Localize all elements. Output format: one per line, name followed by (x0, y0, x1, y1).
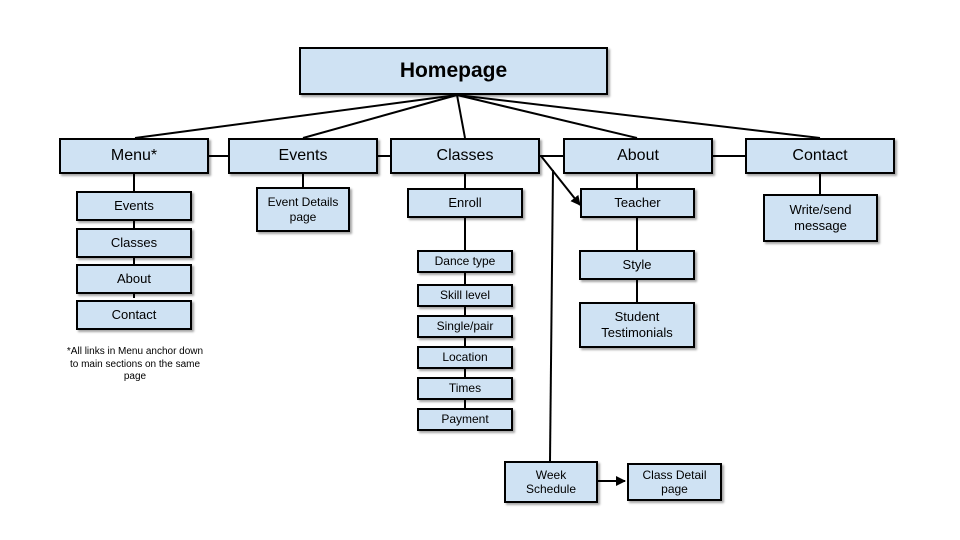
dance-type-node: Dance type (417, 250, 513, 273)
menu-contact-node: Contact (76, 300, 192, 330)
contact-label: Contact (792, 147, 848, 165)
events-node: Events (228, 138, 378, 174)
teacher-node: Teacher (580, 188, 695, 218)
classes-node: Classes (390, 138, 540, 174)
events-label: Events (278, 147, 328, 165)
week-schedule-node: Week Schedule (504, 461, 598, 503)
class-detail-node: Class Detail page (627, 463, 722, 501)
week-schedule-label: Week Schedule (525, 467, 577, 496)
menu-label: Menu* (110, 147, 158, 165)
enroll-label: Enroll (448, 195, 482, 211)
homepage-node: Homepage (299, 47, 608, 95)
about-label: About (617, 147, 659, 165)
write-send-label: Write/send message (789, 202, 852, 233)
edge-homepage-contact (456, 94, 821, 139)
skill-level-label: Skill level (439, 288, 490, 303)
menu-about-label: About (117, 271, 151, 287)
style-label: Style (622, 257, 652, 273)
event-details-label: Event Details page (267, 195, 339, 224)
edge-classes-week (549, 169, 554, 462)
student-testimonials-label: Student Testimonials (601, 309, 673, 340)
write-send-node: Write/send message (763, 194, 878, 242)
payment-label: Payment (441, 412, 489, 427)
menu-footnote: *All links in Menu anchor down to main s… (66, 346, 204, 382)
menu-classes-label: Classes (110, 235, 158, 251)
edge-homepage-about (456, 94, 638, 139)
edge-classes-teacher (540, 155, 581, 206)
menu-node: Menu* (59, 138, 209, 174)
style-node: Style (579, 250, 695, 280)
teacher-label: Teacher (614, 195, 661, 211)
menu-classes-node: Classes (76, 228, 192, 258)
menu-events-node: Events (76, 191, 192, 221)
payment-node: Payment (417, 408, 513, 431)
homepage-label: Homepage (399, 59, 508, 83)
times-node: Times (417, 377, 513, 400)
class-detail-label: Class Detail page (642, 467, 707, 496)
times-label: Times (448, 381, 482, 396)
dance-type-label: Dance type (434, 254, 496, 269)
edge-homepage-menu (134, 94, 458, 139)
classes-label: Classes (436, 147, 494, 165)
edge-homepage-events (302, 94, 458, 139)
single-pair-node: Single/pair (417, 315, 513, 338)
edge-homepage-classes (456, 94, 466, 139)
location-node: Location (417, 346, 513, 369)
menu-events-label: Events (114, 198, 154, 214)
menu-contact-label: Contact (111, 307, 157, 323)
menu-about-node: About (76, 264, 192, 294)
location-label: Location (442, 350, 488, 365)
skill-level-node: Skill level (417, 284, 513, 307)
contact-node: Contact (745, 138, 895, 174)
event-details-node: Event Details page (256, 187, 350, 232)
single-pair-label: Single/pair (436, 319, 494, 334)
enroll-node: Enroll (407, 188, 523, 218)
student-testimonials-node: Student Testimonials (579, 302, 695, 348)
about-node: About (563, 138, 713, 174)
